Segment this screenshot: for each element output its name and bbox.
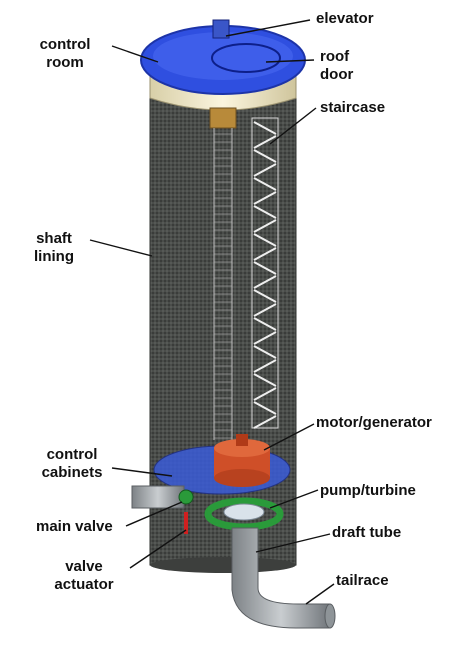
main-valve [178,489,194,505]
staircase-structure [251,117,279,429]
stair-flight [253,205,277,219]
motor-generator [214,434,270,487]
label-control-room: control room [18,36,112,72]
stair-flight [253,177,277,191]
stair-flight [253,275,277,289]
label-valve-actuator: valve actuator [42,558,126,594]
stair-flight [253,247,277,261]
stair-flight [253,219,277,233]
leader-staircase [269,107,317,145]
label-control-cabinets-line2: cabinets [41,464,103,481]
label-shaft-lining-line1: shaft [36,230,72,247]
leader-roof-door [265,59,315,63]
label-roof-door-line1: roof [320,48,350,65]
stair-flight [253,261,277,275]
label-staircase: staircase [320,99,386,116]
stair-flight [253,387,277,401]
leader-draft-tube [255,533,331,553]
label-pump-turbine: pump/turbine [320,482,416,499]
stair-flight [253,233,277,247]
pump-turbine-ring [204,497,284,531]
stair-flight [253,303,277,317]
roof-door [211,43,281,73]
stair-flight [253,121,277,135]
leader-shaft-lining [89,239,153,257]
stair-flight [253,317,277,331]
label-main-valve: main valve [36,518,113,535]
stair-flight [253,345,277,359]
label-shaft-lining-line2: lining [34,248,74,265]
label-control-cabinets-line1: control [46,446,98,463]
stair-flight [253,163,277,177]
label-valve-actuator-line2: actuator [54,576,114,593]
leader-pump-turbine [269,489,319,509]
stair-flight [253,135,277,149]
label-control-cabinets: control cabinets [30,446,114,482]
label-draft-tube: draft tube [332,524,402,541]
pump-turbine [223,503,265,521]
shaft-bottom [150,557,296,573]
leader-valve-actuator [129,529,187,569]
label-shaft-lining: shaft lining [22,230,86,266]
stair-flight [253,401,277,415]
label-roof-door-line2: door [320,66,354,83]
stair-flight [253,191,277,205]
label-valve-actuator-line1: valve [65,558,103,575]
leader-control-room [111,45,159,63]
label-control-room-line2: room [46,54,84,71]
label-tailrace: tailrace [336,572,389,589]
elevator-head [212,19,230,39]
leader-tailrace [305,583,335,605]
leader-main-valve [125,501,183,527]
stair-flight [253,359,277,373]
stair-flight [253,415,277,429]
label-roof-door: roof door [320,48,353,84]
leader-control-cabinets [111,467,173,477]
stair-flight [253,149,277,163]
label-control-room-line1: control [39,36,91,53]
label-motor-generator: motor/generator [316,414,432,431]
elevator-shaft [209,107,237,440]
valve-actuator [184,512,188,534]
label-elevator: elevator [316,10,374,27]
stair-flight [253,373,277,387]
stair-flight [253,331,277,345]
stair-flight [253,289,277,303]
leader-elevator [225,19,311,37]
leader-motor-generator [263,423,315,451]
